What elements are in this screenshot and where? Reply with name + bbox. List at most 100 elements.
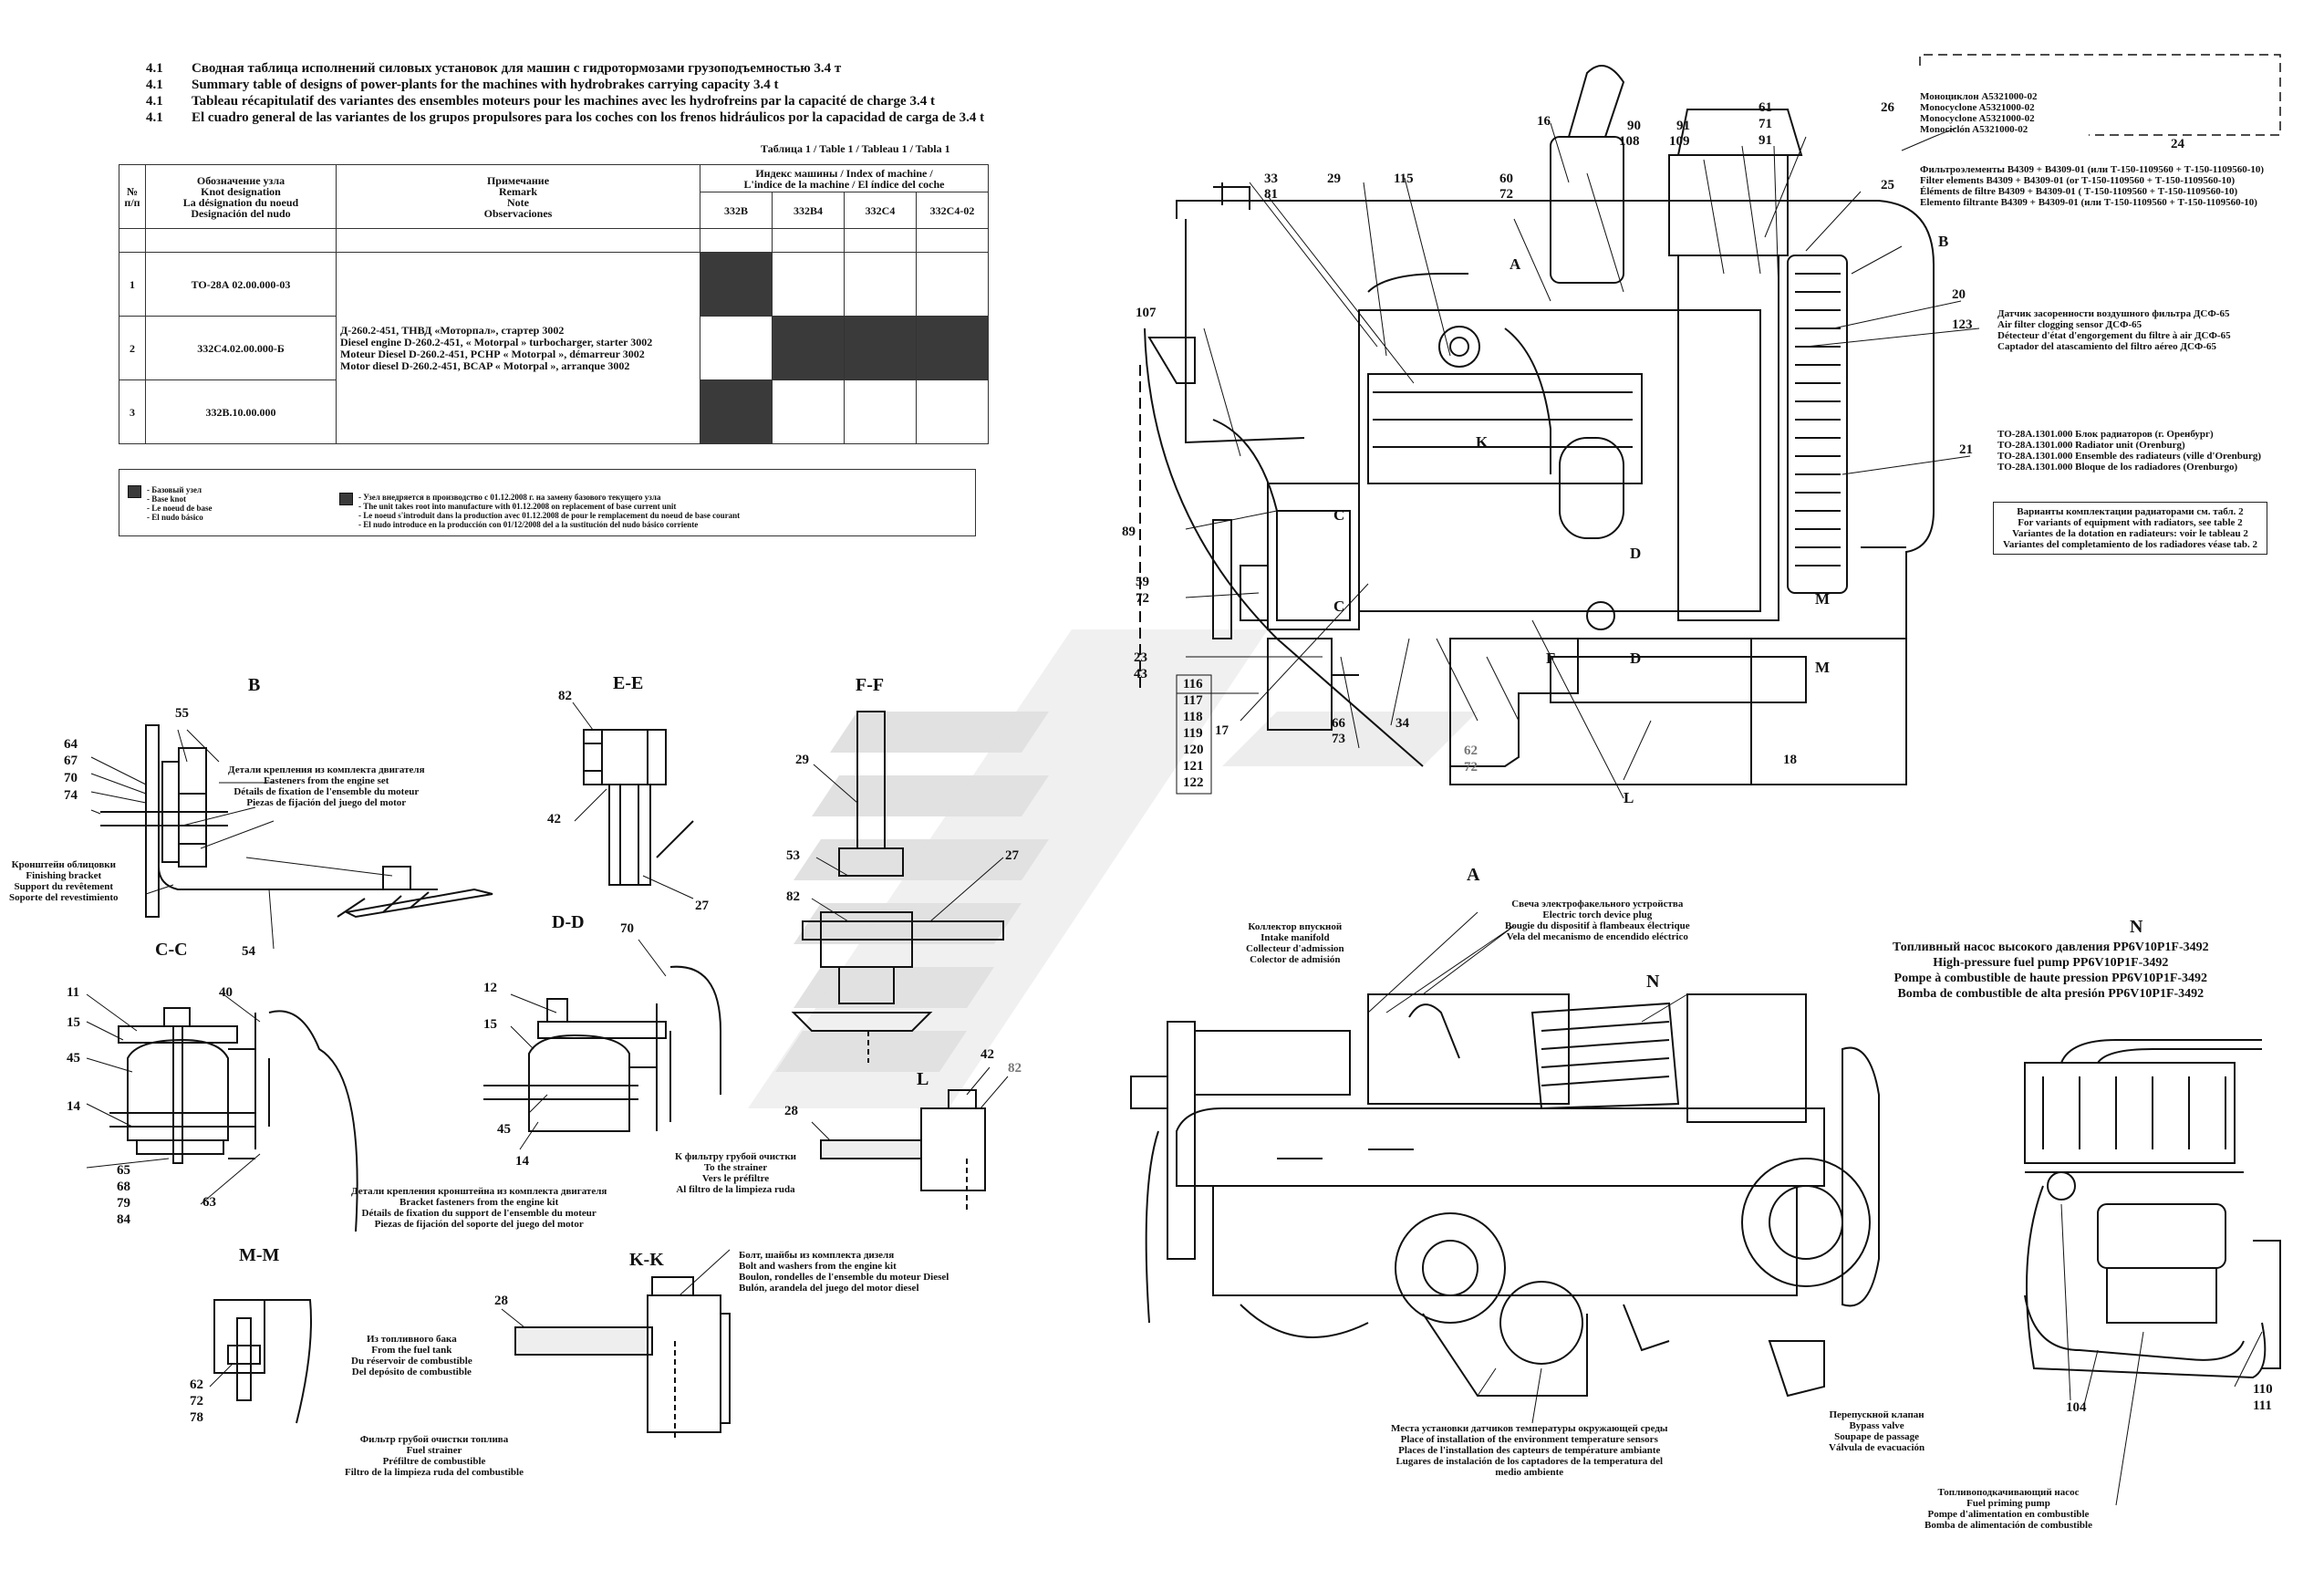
callout: D	[1630, 545, 1642, 562]
note-finishing-bracket: Кронштейн облицовки Finishing bracket Su…	[9, 859, 119, 903]
section-ff-drawing	[791, 711, 1004, 1063]
callout: 33	[1264, 172, 1278, 186]
section-title-mm: M-M	[239, 1245, 280, 1265]
callout: 66	[1332, 716, 1345, 731]
callout: 70	[64, 771, 78, 785]
note-priming-pump: Топливоподкачивающий насос Fuel priming …	[1925, 1487, 2092, 1531]
callout: 65	[117, 1163, 130, 1178]
callout: 27	[1005, 848, 1019, 863]
row-code: ТО-28А 02.00.000-03	[145, 252, 337, 317]
callout: 15	[483, 1017, 497, 1032]
callout: 118	[1183, 710, 1203, 724]
callout: 63	[202, 1195, 216, 1210]
callout: 70	[620, 921, 634, 936]
callout: 68	[117, 1180, 130, 1194]
callout: 74	[64, 788, 78, 803]
section-title-b: B	[248, 675, 261, 695]
section-dd-drawing	[483, 965, 721, 1132]
section-title-a: A	[1467, 865, 1480, 885]
callout: 79	[117, 1196, 130, 1211]
callout: 117	[1183, 693, 1203, 708]
legend-swatch	[339, 493, 353, 505]
note-clog-sensor: Датчик засоренности воздушного фильтра Д…	[1997, 308, 2231, 352]
section-dd-leaders	[510, 939, 667, 1150]
callout: 116	[1183, 677, 1203, 691]
note-from-fuel-tank: Из топливного бака From the fuel tank Du…	[351, 1334, 472, 1377]
callout: 82	[558, 689, 572, 703]
callout: 18	[1783, 753, 1797, 767]
callout: 28	[784, 1104, 798, 1118]
col-index-header: Индекс машины / Index of machine / L'ind…	[700, 164, 989, 192]
callout: N	[1646, 972, 1660, 992]
legend-box	[119, 469, 976, 536]
callout: 16	[1537, 114, 1551, 129]
callout: 104	[2066, 1400, 2087, 1415]
callout: 17	[1215, 723, 1229, 738]
callout: 25	[1881, 178, 1894, 192]
monocyclone-frame	[1919, 54, 2281, 136]
table-caption: Таблица 1 / Table 1 / Tableau 1 / Tabla …	[761, 142, 950, 155]
callout: M	[1815, 590, 1831, 608]
index-cell	[772, 252, 845, 317]
section-b-drawing	[100, 724, 493, 919]
callout: 91	[1759, 133, 1772, 148]
callout: 45	[497, 1122, 511, 1137]
row-note: Д-260.2-451, ТНВД «Моторпал», стартер 30…	[336, 252, 700, 444]
note-bypass-valve: Перепускной клапан Bypass valve Soupape …	[1829, 1409, 1925, 1453]
col-note-header: Примечание Remark Note Observaciones	[336, 164, 700, 229]
callout: 72	[1464, 760, 1478, 774]
note-bracket-fasteners: Детали крепления кронштейна из комплекта…	[351, 1186, 607, 1230]
index-cell	[700, 379, 773, 444]
callout: F	[1546, 650, 1556, 667]
index-cell	[844, 252, 917, 317]
section-b-leaders	[90, 729, 393, 950]
main-view-leaders	[1176, 122, 1980, 799]
table-row: 3 332В.10.00.000	[119, 379, 989, 444]
callout: 27	[695, 899, 709, 913]
note-radiators: ТО-28А.1301.000 Блок радиаторов (г. Орен…	[1997, 429, 2262, 473]
view-n-pump-drawing	[2024, 1039, 2281, 1379]
callout: B	[1938, 233, 1949, 250]
row-number: 3	[119, 379, 146, 444]
machine-header: 332В	[700, 192, 773, 229]
callout: 122	[1183, 775, 1204, 790]
callout: 82	[1008, 1061, 1022, 1076]
callout: 23	[1134, 650, 1147, 665]
index-cell	[916, 379, 989, 444]
section-title-ee: E-E	[613, 673, 644, 693]
callout: 15	[67, 1015, 80, 1030]
note-torch-plug: Свеча электрофакельного устройства Elect…	[1505, 899, 1690, 942]
callout: 42	[547, 812, 561, 826]
callout: 121	[1183, 759, 1204, 774]
section-title-dd: D-D	[552, 912, 585, 932]
callout: 21	[1959, 442, 1973, 457]
callout: 14	[515, 1154, 529, 1169]
section-title-kk: K-K	[629, 1250, 664, 1270]
callout: K	[1476, 433, 1489, 451]
callout: 14	[67, 1099, 80, 1114]
callout: 109	[1669, 134, 1690, 149]
callout: 61	[1759, 100, 1772, 115]
note-fuel-strainer: Фильтр грубой очистки топлива Fuel strai…	[345, 1434, 524, 1478]
note-bolt-washers: Болт, шайбы из комплекта дизеля Bolt and…	[739, 1250, 949, 1294]
callout: 72	[1136, 591, 1149, 606]
section-ee-leaders	[572, 702, 694, 899]
callout: 123	[1952, 317, 1973, 332]
callout: 59	[1136, 575, 1149, 589]
view-a-leaders	[1367, 911, 1688, 1424]
note-pump-title: Топливный насос высокого давления PP6V10…	[1893, 941, 2209, 1001]
section-title-ff: F-F	[856, 675, 885, 695]
callout: 78	[190, 1410, 203, 1425]
section-l-leaders	[811, 1066, 1009, 1141]
note-monocyclone: Моноциклон А5321000-02 Monocyclone A5321…	[1920, 91, 2038, 135]
callout: 29	[795, 753, 809, 767]
section-title-n: N	[2130, 917, 2143, 937]
callout: 107	[1136, 306, 1157, 320]
index-cell	[844, 316, 917, 380]
callout: L	[1624, 789, 1634, 806]
callout: 120	[1183, 743, 1204, 757]
